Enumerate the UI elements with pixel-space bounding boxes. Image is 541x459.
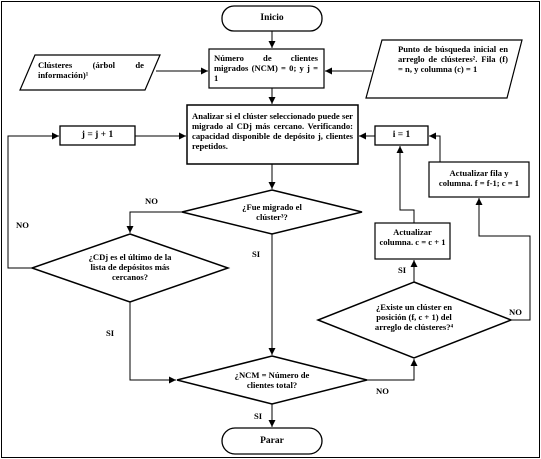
decision-next-cluster-shape [315, 281, 514, 359]
decision-next-cluster-text: ¿Existe un clúster en posición (f, c + 1… [374, 302, 454, 332]
arrow-lastdepot-no [7, 132, 59, 269]
reset-i-text: i = 1 [392, 130, 411, 140]
decision-migrated-text: ¿Fue migrado el clúster³? [242, 202, 302, 222]
clusters-input-shape [19, 54, 161, 91]
start-label: Inicio [260, 13, 284, 23]
clusters-input-text: Clústeres (árbol de información)¹ [38, 60, 144, 80]
update-row-col-box [428, 161, 530, 198]
decision-total-text: ¿NCM = Número de clientes total? [234, 370, 310, 390]
si-label-next-cluster: SI [398, 265, 407, 275]
si-label-total: SI [254, 411, 263, 421]
decision-last-depot-text: ¿CDj es el último de la lista de depósit… [88, 252, 172, 282]
inc-j-text: j = j + 1 [81, 130, 114, 140]
analyze-box [186, 104, 359, 165]
si-label-migrated: SI [252, 249, 261, 259]
analyze-text: Analizar si el clúster seleccionado pued… [192, 111, 353, 151]
si-label-last-depot: SI [106, 328, 115, 338]
end-label: Parar [260, 436, 284, 446]
arrow-total-no [367, 359, 418, 381]
update-col-text: Actualizar columna. c = c + 1 [379, 227, 446, 247]
init-counter-box [208, 48, 325, 89]
update-col-box [374, 222, 451, 260]
end-terminal [221, 427, 323, 455]
init-counter-text: Número de clientes migrados (NCM) = 0; y… [214, 53, 318, 83]
arrow-lastdepot-si [129, 302, 176, 384]
arrow-updaterow-to-reset [429, 132, 441, 162]
no-label-next-cluster: NO [509, 307, 522, 317]
search-point-text: Punto de búsqueda inicial en arreglo de … [398, 44, 508, 74]
arrow-next-no [475, 198, 531, 321]
no-label-total: NO [376, 386, 389, 396]
update-row-col-text: Actualizar fila y columna. f = f-1; c = … [438, 168, 520, 188]
no-label-migrated: NO [145, 196, 158, 206]
arrow-updatecol-to-reset [396, 146, 415, 223]
arrow-migrated-no [126, 211, 182, 233]
search-point-shape [365, 39, 523, 99]
no-label-last-depot: NO [16, 220, 29, 230]
